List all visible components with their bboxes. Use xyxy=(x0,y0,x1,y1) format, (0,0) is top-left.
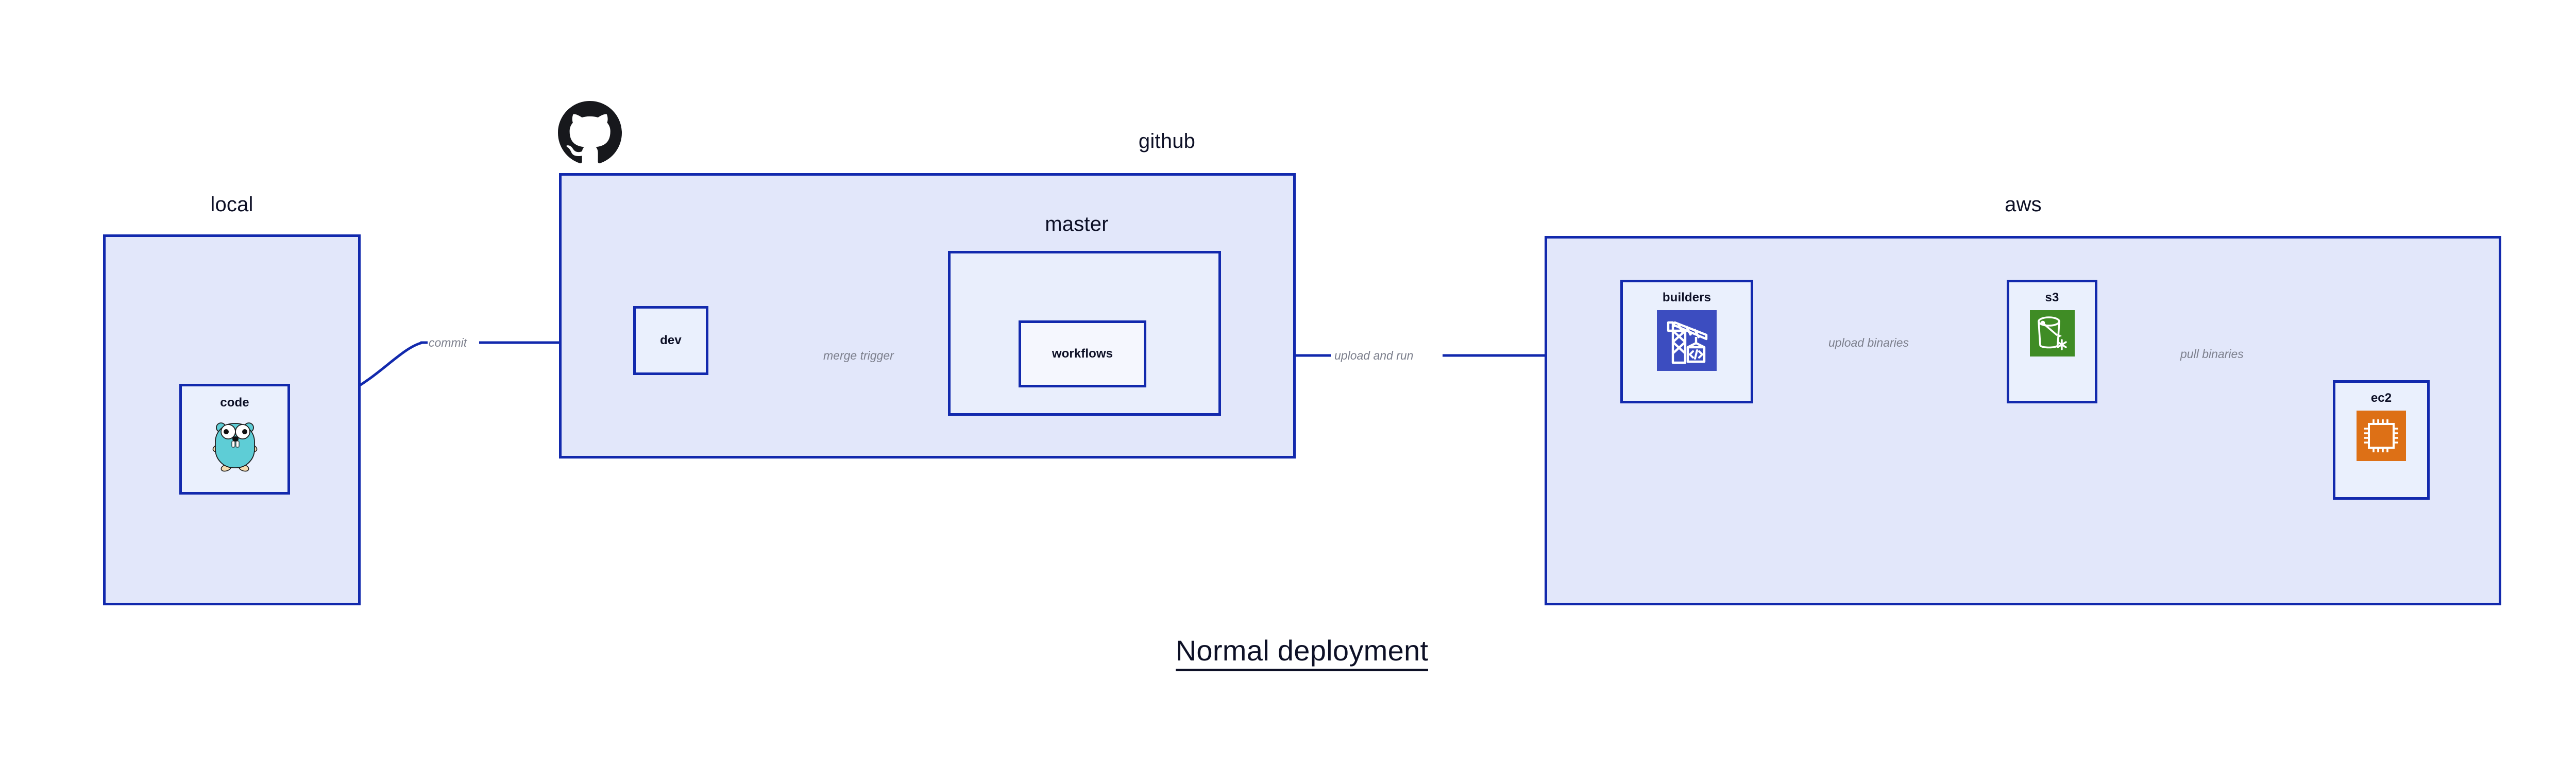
aws-ec2-chip-icon xyxy=(2357,411,2406,461)
edge-label-commit: commit xyxy=(429,336,467,349)
edge-label-upload-and-run: upload and run xyxy=(1334,349,1414,362)
group-label-github: github xyxy=(1138,130,1196,152)
edge-label-merge-trigger: merge trigger xyxy=(823,349,894,362)
page-title: Normal deployment xyxy=(0,634,2576,671)
node-s3[interactable]: s3 xyxy=(2007,280,2097,403)
node-dev-label: dev xyxy=(660,333,682,347)
go-gopher-icon xyxy=(212,422,257,472)
node-ec2-label: ec2 xyxy=(2370,391,2392,405)
node-builders[interactable]: builders xyxy=(1620,280,1753,403)
aws-codebuild-icon xyxy=(1657,310,1717,371)
page-title-text: Normal deployment xyxy=(1175,634,1429,671)
edge-label-pull-binaries: pull binaries xyxy=(2180,347,2244,361)
node-ec2[interactable]: ec2 xyxy=(2333,380,2430,500)
aws-s3-bucket-icon xyxy=(2029,310,2075,356)
node-code-label: code xyxy=(220,396,249,410)
group-label-master: master xyxy=(1045,213,1109,235)
edge-label-upload-binaries: upload binaries xyxy=(1828,336,1909,349)
node-s3-label: s3 xyxy=(2045,291,2059,304)
node-builders-label: builders xyxy=(1662,291,1711,304)
node-workflows-label: workflows xyxy=(1052,347,1113,361)
node-workflows[interactable]: workflows xyxy=(1019,320,1146,387)
node-code[interactable]: code xyxy=(179,384,290,495)
github-octocat-icon xyxy=(558,101,622,163)
group-label-local: local xyxy=(210,193,253,216)
node-dev[interactable]: dev xyxy=(633,306,708,375)
group-label-aws: aws xyxy=(2005,193,2042,216)
